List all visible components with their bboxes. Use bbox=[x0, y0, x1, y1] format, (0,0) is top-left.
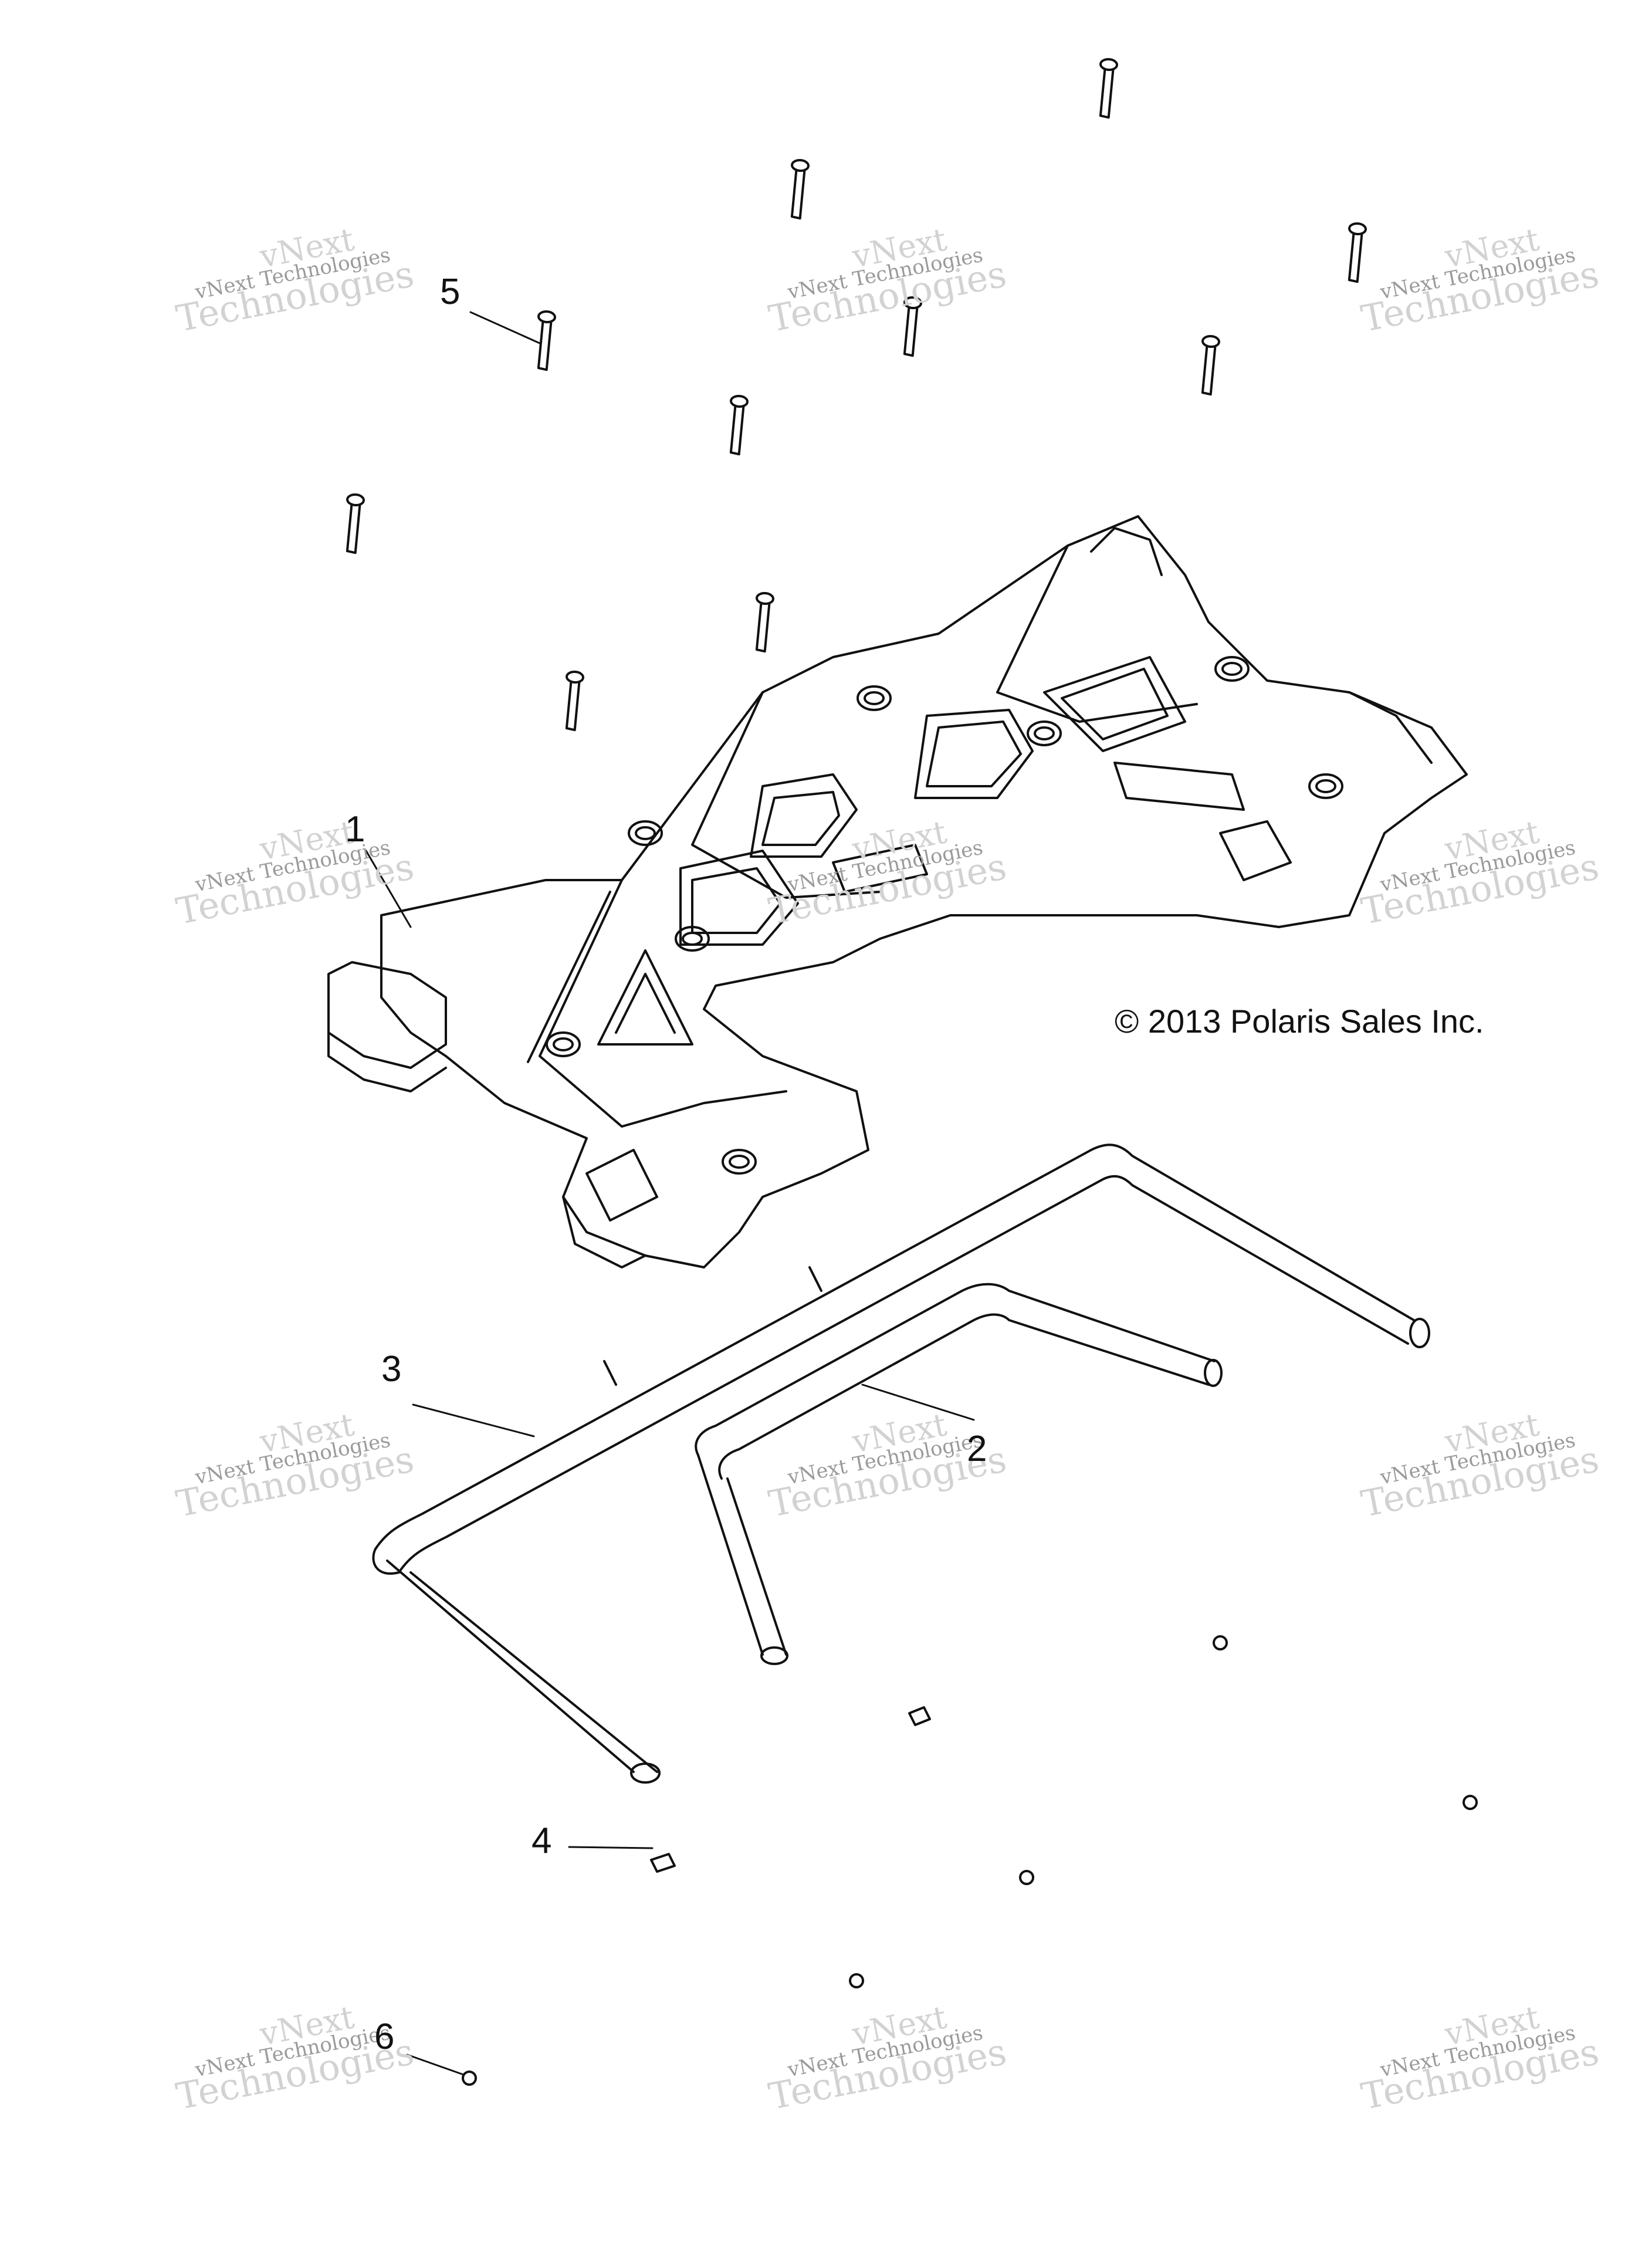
rail-short bbox=[695, 1283, 1223, 1665]
rack bbox=[327, 515, 1468, 1268]
clip-group bbox=[650, 1706, 931, 1873]
callout-5: 5 bbox=[440, 272, 461, 312]
screw bbox=[790, 158, 810, 220]
nut-group bbox=[462, 1635, 1478, 2086]
screw bbox=[346, 493, 365, 554]
callout-3: 3 bbox=[381, 1349, 402, 1389]
callout-4: 4 bbox=[532, 1821, 552, 1861]
screw bbox=[903, 296, 922, 357]
screw bbox=[1099, 57, 1118, 119]
callout-6: 6 bbox=[374, 2017, 395, 2057]
callout-1: 1 bbox=[345, 809, 365, 850]
screw bbox=[729, 394, 749, 456]
screw bbox=[755, 591, 774, 653]
callout-2: 2 bbox=[967, 1429, 987, 1469]
copyright-notice: © 2013 Polaris Sales Inc. bbox=[1115, 1003, 1484, 1040]
screw bbox=[537, 310, 556, 371]
rail-long bbox=[372, 1144, 1430, 1784]
screw bbox=[565, 670, 584, 732]
screw bbox=[1201, 334, 1220, 396]
screw bbox=[1348, 222, 1367, 283]
leader-lines bbox=[365, 311, 975, 2076]
screw-group bbox=[346, 57, 1367, 732]
